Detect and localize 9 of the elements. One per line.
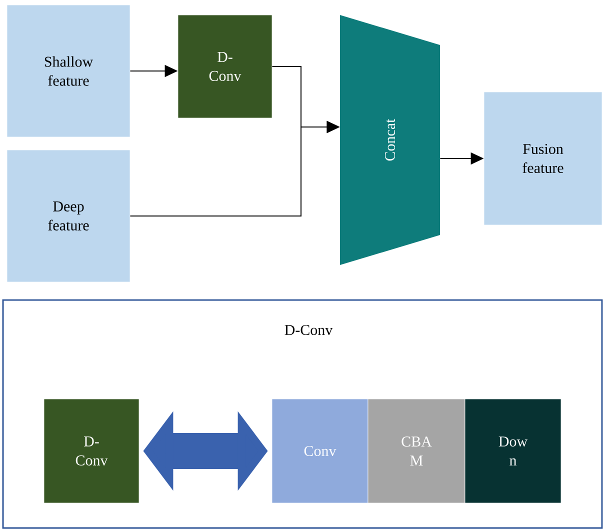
process-box: D- Conv	[178, 14, 272, 118]
concat-trapezoid: Concat	[340, 15, 440, 265]
process-box: D- Conv	[44, 398, 140, 504]
conv-box: Conv	[272, 398, 368, 504]
feature-box: Shallow feature	[6, 4, 130, 138]
cbam-box: CBA M	[368, 398, 466, 504]
feature-box: Deep feature	[6, 150, 130, 282]
feature-box: Fusion feature	[484, 92, 602, 226]
down-box: Dow n	[464, 398, 562, 504]
